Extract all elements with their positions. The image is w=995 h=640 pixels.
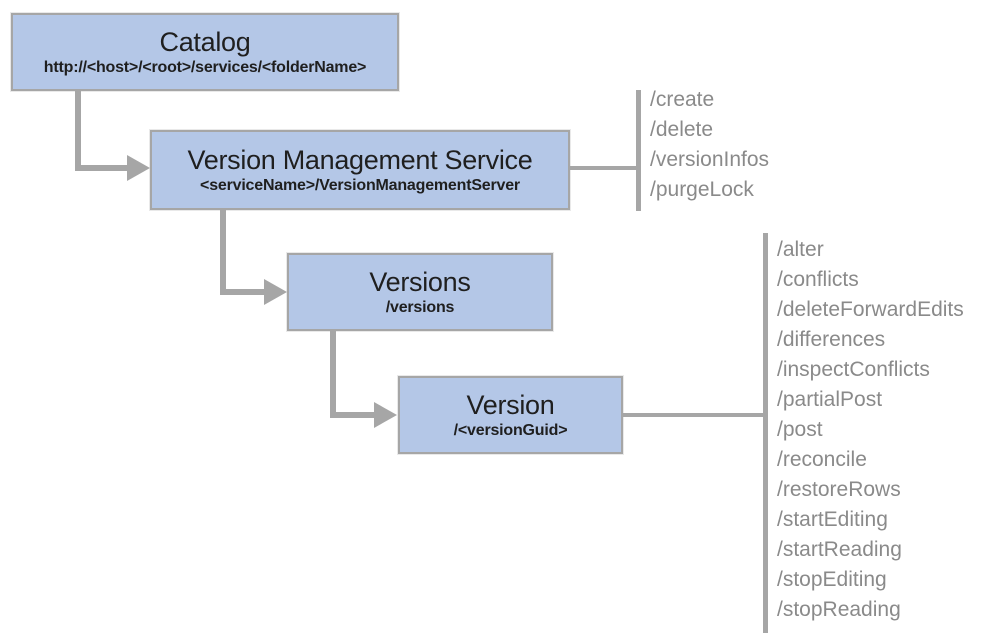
arrow-head-icon bbox=[374, 402, 397, 428]
version-operation: /alter bbox=[777, 238, 824, 261]
node-versions-subtitle: /versions bbox=[385, 299, 455, 316]
version-operation: /differences bbox=[777, 328, 886, 351]
version-operation: /stopReading bbox=[777, 598, 901, 621]
connector-vms-versions-vertical bbox=[220, 210, 226, 295]
connector-vms-ops-horizontal bbox=[570, 166, 638, 170]
node-catalog-title: Catalog bbox=[159, 27, 251, 57]
node-catalog: Catalog http://<host>/<root>/services/<f… bbox=[11, 13, 399, 91]
version-operation: /conflicts bbox=[777, 268, 859, 291]
version-operations-list: /alter /conflicts /deleteForwardEdits /d… bbox=[777, 235, 964, 625]
connector-versions-version-vertical bbox=[330, 331, 336, 418]
connector-versions-version-horizontal bbox=[330, 412, 375, 418]
version-ops-bracket-bar bbox=[763, 233, 768, 633]
version-operation: /deleteForwardEdits bbox=[777, 298, 964, 321]
node-version-title: Version bbox=[466, 390, 555, 420]
arrow-head-icon bbox=[264, 279, 287, 305]
node-vms-title: Version Management Service bbox=[187, 145, 533, 175]
node-catalog-subtitle: http://<host>/<root>/services/<folderNam… bbox=[43, 59, 367, 76]
node-versions-title: Versions bbox=[369, 267, 471, 297]
version-operation: /startEditing bbox=[777, 508, 888, 531]
version-operation: /startReading bbox=[777, 538, 902, 561]
arrow-head-icon bbox=[127, 155, 150, 181]
node-vms-subtitle: <serviceName>/VersionManagementServer bbox=[200, 177, 520, 194]
vms-operation: /purgeLock bbox=[650, 178, 754, 201]
version-operation: /post bbox=[777, 418, 823, 441]
vms-operation: /create bbox=[650, 88, 715, 111]
node-version-management-service: Version Management Service <serviceName>… bbox=[150, 130, 570, 210]
version-operation: /restoreRows bbox=[777, 478, 901, 501]
version-operation: /stopEditing bbox=[777, 568, 887, 591]
node-version-subtitle: /<versionGuid> bbox=[453, 422, 568, 439]
node-versions: Versions /versions bbox=[287, 253, 553, 331]
vms-ops-bracket-bar bbox=[636, 90, 641, 211]
connector-vms-versions-horizontal bbox=[220, 289, 265, 295]
node-version: Version /<versionGuid> bbox=[398, 376, 623, 454]
version-operation: /partialPost bbox=[777, 388, 883, 411]
vms-operation: /delete bbox=[650, 118, 714, 141]
version-operation: /inspectConflicts bbox=[777, 358, 930, 381]
vms-operations-list: /create /delete /versionInfos /purgeLock bbox=[650, 85, 769, 205]
connector-catalog-vms-horizontal bbox=[75, 165, 128, 171]
version-operation: /reconcile bbox=[777, 448, 867, 471]
connector-version-ops-horizontal bbox=[623, 413, 765, 417]
vms-operation: /versionInfos bbox=[650, 148, 770, 171]
connector-catalog-vms-vertical bbox=[75, 91, 81, 168]
